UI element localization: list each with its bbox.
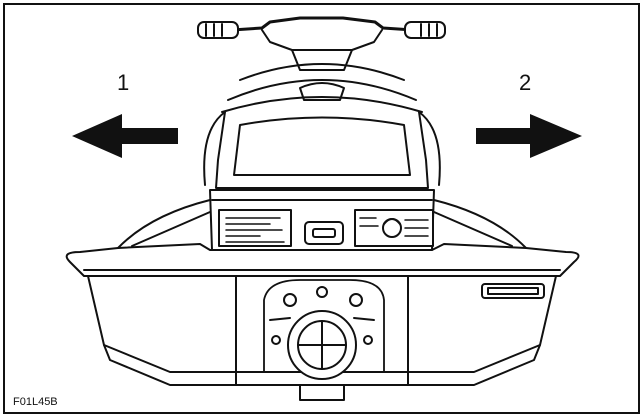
watercraft-drawing <box>65 16 580 401</box>
warning-label-left <box>218 209 292 247</box>
right-direction-arrow <box>476 114 582 158</box>
right-grip <box>404 21 446 39</box>
left-grip <box>197 21 239 39</box>
direction-label-1: 1 <box>117 70 130 95</box>
direction-label-2: 2 <box>519 70 532 95</box>
side-reflector <box>481 283 545 299</box>
center-connector <box>304 221 344 245</box>
left-direction-arrow <box>72 114 178 158</box>
jet-pump-housing <box>263 279 385 373</box>
handlebar <box>230 16 415 32</box>
figure-reference-code: F01L45B <box>13 396 58 408</box>
hull-rail <box>65 243 580 277</box>
